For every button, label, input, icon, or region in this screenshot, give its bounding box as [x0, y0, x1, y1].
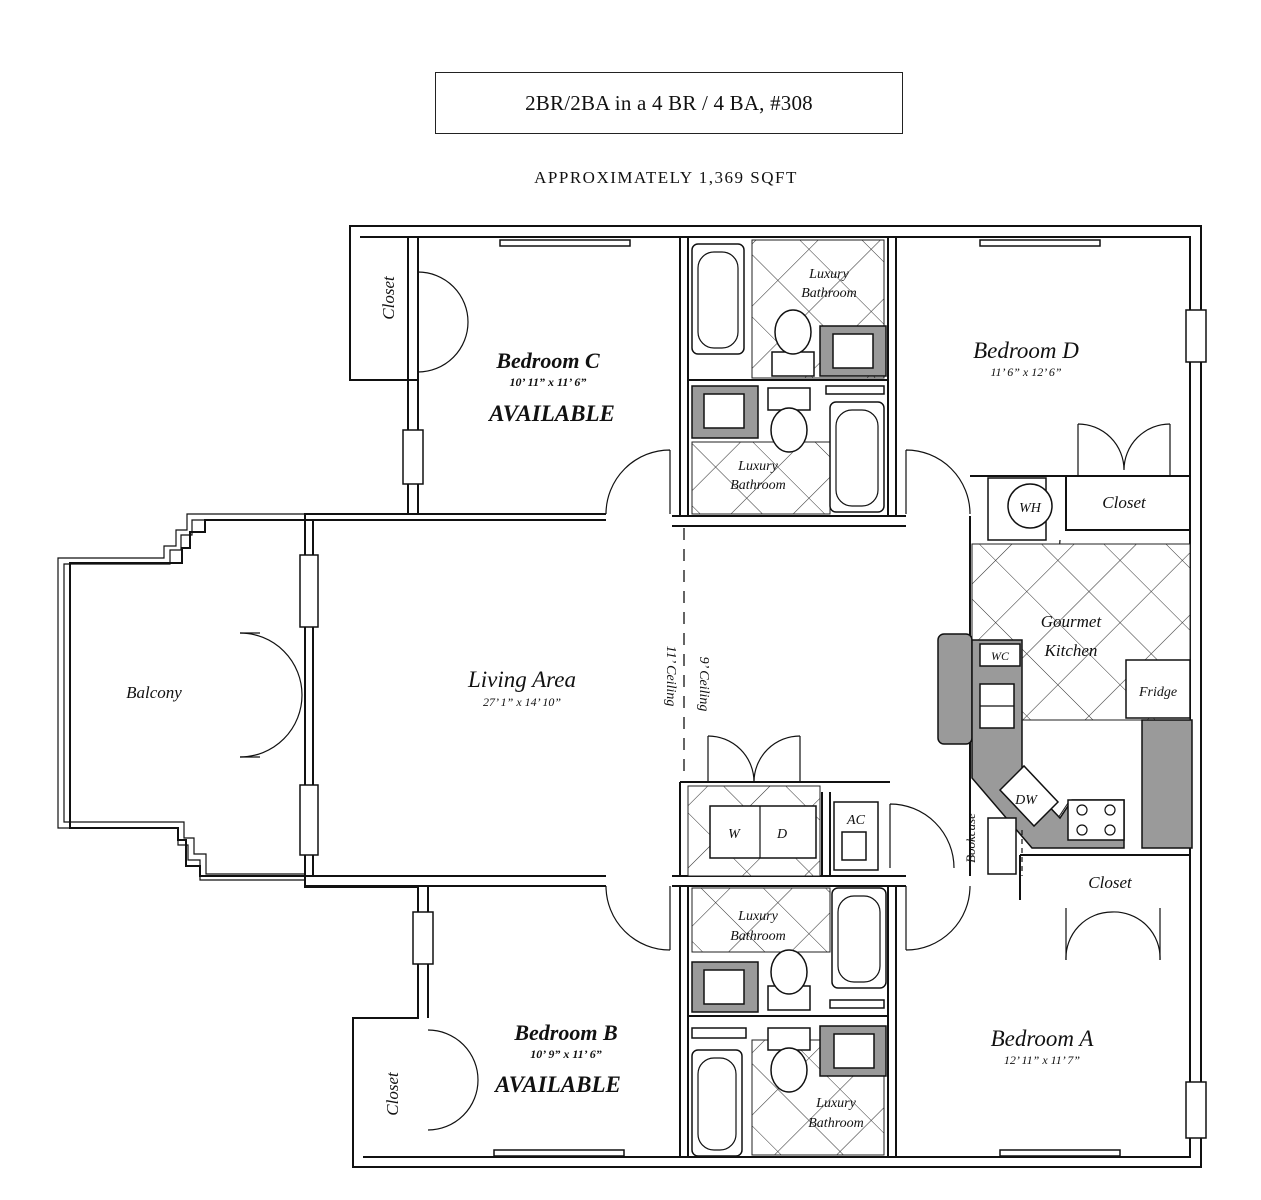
kitchen — [937, 477, 1193, 876]
kitchen-label-line1: Gourmet — [1041, 612, 1103, 631]
dryer-label: D — [776, 827, 787, 842]
ceiling-low-label: 9’ Ceiling — [696, 657, 711, 712]
living-area-dims: 27’ 1” x 14’ 10” — [483, 695, 561, 709]
bath-1-label-line1: Luxury — [808, 267, 849, 282]
closet-d-label: Closet — [1102, 493, 1147, 512]
bedroom-c-dims: 10’ 11” x 11’ 6” — [510, 375, 587, 389]
fridge-label: Fridge — [1138, 685, 1177, 700]
bedroom-d-dims: 11’ 6” x 12’ 6” — [990, 365, 1061, 379]
bedroom-a-dims: 12’ 11” x 11’ 7” — [1004, 1053, 1081, 1067]
laundry — [709, 801, 879, 871]
bath-2-label-line2: Bathroom — [730, 478, 785, 493]
wc-label: WC — [991, 649, 1010, 663]
bedroom-c-status: AVAILABLE — [487, 401, 615, 426]
bath-4-label-line1: Luxury — [815, 1096, 856, 1111]
bedroom-a-name: Bedroom A — [991, 1026, 1095, 1051]
ceiling-high-label: 11’ Ceiling — [663, 646, 678, 707]
closet-c-label: Closet — [379, 275, 398, 320]
washer-label: W — [728, 827, 741, 842]
bedroom-b-dims: 10’ 9” x 11’ 6” — [530, 1047, 602, 1061]
bath-4-label-line2: Bathroom — [808, 1116, 863, 1131]
closet-b-label: Closet — [383, 1071, 402, 1116]
dishwasher-label: DW — [1014, 793, 1038, 808]
balcony-label: Balcony — [126, 683, 182, 702]
bath-3-label-line1: Luxury — [737, 909, 778, 924]
kitchen-label-line2: Kitchen — [1044, 641, 1098, 660]
bath-2-label-line1: Luxury — [737, 459, 778, 474]
bedroom-c-name: Bedroom C — [495, 348, 600, 373]
closet-a-label: Closet — [1088, 873, 1133, 892]
bedroom-b-status: AVAILABLE — [493, 1072, 621, 1097]
bath-1-label-line2: Bathroom — [801, 286, 856, 301]
water-heater-label: WH — [1019, 501, 1042, 516]
bedroom-d-name: Bedroom D — [973, 338, 1079, 363]
living-area-name: Living Area — [467, 667, 576, 692]
bath-3-label-line2: Bathroom — [730, 929, 785, 944]
plan-title: 2BR/2BA in a 4 BR / 4 BA, #308 — [435, 72, 903, 134]
ac-label: AC — [846, 813, 866, 828]
bookcase-label: Bookcase — [963, 813, 978, 863]
bath-fixtures-top — [691, 243, 887, 513]
bedroom-b-name: Bedroom B — [513, 1020, 617, 1045]
bath-fixtures-bottom — [691, 887, 887, 1157]
windows — [299, 239, 1207, 1157]
square-footage: APPROXIMATELY 1,369 SQFT — [534, 168, 798, 187]
